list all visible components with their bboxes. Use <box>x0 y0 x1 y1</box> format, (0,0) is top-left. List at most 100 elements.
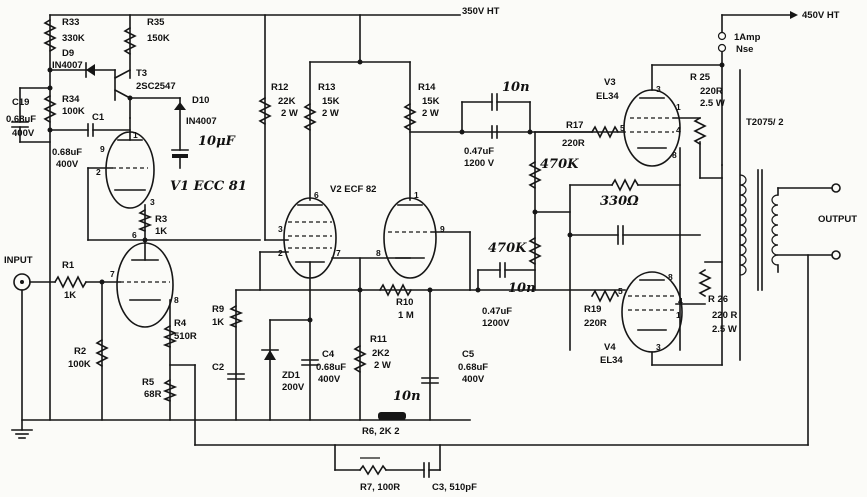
pin-label: 1 <box>133 130 138 140</box>
ht-350-label: 350V HT <box>462 6 500 17</box>
junction-dot <box>47 67 53 73</box>
r33-value: 330K <box>62 33 85 44</box>
r4-name: R4 <box>174 318 187 329</box>
v4-name: V4 <box>604 342 616 353</box>
r5-resistor <box>162 378 178 403</box>
r34-resistor <box>43 94 57 124</box>
pin-label: 8 <box>174 295 179 305</box>
pin-label: 9 <box>440 224 445 234</box>
r19-resistor <box>590 289 620 303</box>
pin-label: 4 <box>676 125 681 135</box>
pin-label: 1 <box>676 102 681 112</box>
fuse-terminal <box>717 31 727 41</box>
r6-label: R6, 2K 2 <box>362 426 400 437</box>
arrow-icon <box>790 11 798 19</box>
r19-value: 220R <box>584 318 607 329</box>
v1-label: V1 ECC 81 <box>170 179 247 194</box>
r330-resistor <box>610 178 640 192</box>
r14-value: 15K <box>422 96 440 107</box>
c19-voltage: 400V <box>12 128 35 139</box>
junction-dot <box>307 317 313 323</box>
r330-note: 330Ω <box>600 194 639 209</box>
r33-resistor <box>43 18 57 53</box>
r34-value: 100K <box>62 106 85 117</box>
junction-dot <box>532 209 538 215</box>
d9-name: D9 <box>62 48 74 59</box>
zd1-value: 200V <box>282 382 305 393</box>
r11-name: R11 <box>370 334 388 345</box>
r1-value: 1K <box>64 290 76 301</box>
c3-label: C3, 510pF <box>432 482 477 493</box>
c10n-top-note: 10n <box>502 80 530 95</box>
junction-dot <box>142 237 148 243</box>
v3-value: EL34 <box>596 91 619 102</box>
fuse-terminal <box>717 43 727 53</box>
junction-dot <box>47 127 53 133</box>
pin-label: 1 <box>676 310 681 320</box>
pin-label: 2 <box>278 248 283 258</box>
r11-resistor <box>353 344 367 374</box>
c4-name: C4 <box>322 349 335 360</box>
r33-name: R33 <box>62 17 79 28</box>
output-terminal[interactable] <box>831 250 841 260</box>
r26-power: 2.5 W <box>712 324 737 335</box>
r3-resistor <box>137 208 153 233</box>
d9-diode-icon <box>86 64 95 76</box>
r5-value: 68R <box>144 389 162 400</box>
c1-voltage: 400V <box>56 159 79 170</box>
r17-name: R17 <box>566 120 583 131</box>
c4-value: 0.68uF <box>316 362 346 373</box>
r35-name: R35 <box>147 17 165 28</box>
c1-value: 0.68uF <box>52 147 82 158</box>
output-label: OUTPUT <box>818 214 857 225</box>
t3-emitter <box>113 88 132 100</box>
r470k-a-note: 470K <box>540 157 579 172</box>
r5-name: R5 <box>142 377 155 388</box>
d9-value: IN4007 <box>52 60 83 71</box>
r470k-resistor <box>528 236 542 266</box>
r26-resistor <box>698 268 712 298</box>
cap-top-value: 0.47uF <box>464 146 494 157</box>
v4-el34-tube <box>621 271 683 353</box>
r10-resistor <box>378 283 413 297</box>
pin-label: 7 <box>110 269 115 279</box>
pin-label: 9 <box>100 144 105 154</box>
t3-collector <box>113 68 132 80</box>
secondary-winding <box>771 194 779 266</box>
v3-name: V3 <box>604 77 616 88</box>
d10-diode-icon <box>174 102 186 110</box>
r17-resistor <box>590 125 620 139</box>
fuse-label: Nse <box>736 44 753 55</box>
r4-value: 510R <box>174 331 197 342</box>
pin-label: 5 <box>620 123 625 133</box>
r9-value: 1K <box>212 317 224 328</box>
r4-resistor <box>162 324 178 349</box>
r11-value: 2K2 <box>372 348 389 359</box>
r12-resistor <box>258 96 272 126</box>
zener-diode-icon <box>264 350 276 360</box>
pin-label: 6 <box>132 230 137 240</box>
r12-power: 2 W <box>281 108 298 119</box>
r13-name: R13 <box>318 82 335 93</box>
input-jack-pin <box>20 280 24 284</box>
r10-value: 1 M <box>398 310 414 321</box>
v2-triode-tube <box>383 197 437 279</box>
r13-resistor <box>303 102 317 132</box>
c5-value: 0.68uF <box>458 362 488 373</box>
junction-dot <box>99 279 105 285</box>
r2-name: R2 <box>74 346 86 357</box>
r14-name: R14 <box>418 82 436 93</box>
d10-name: D10 <box>192 95 209 106</box>
c19-value: 0.68uF <box>6 114 36 125</box>
r9-resistor <box>228 304 244 329</box>
zd1-name: ZD1 <box>282 370 301 381</box>
c5-name: C5 <box>462 349 475 360</box>
r13-value: 15K <box>322 96 340 107</box>
output-terminal[interactable] <box>831 183 841 193</box>
junction-dots <box>47 59 725 323</box>
r14-resistor <box>403 102 417 132</box>
r25-value: 220R <box>700 86 723 97</box>
r14-power: 2 W <box>422 108 439 119</box>
transformer-label: T2075/ 2 <box>746 117 784 128</box>
